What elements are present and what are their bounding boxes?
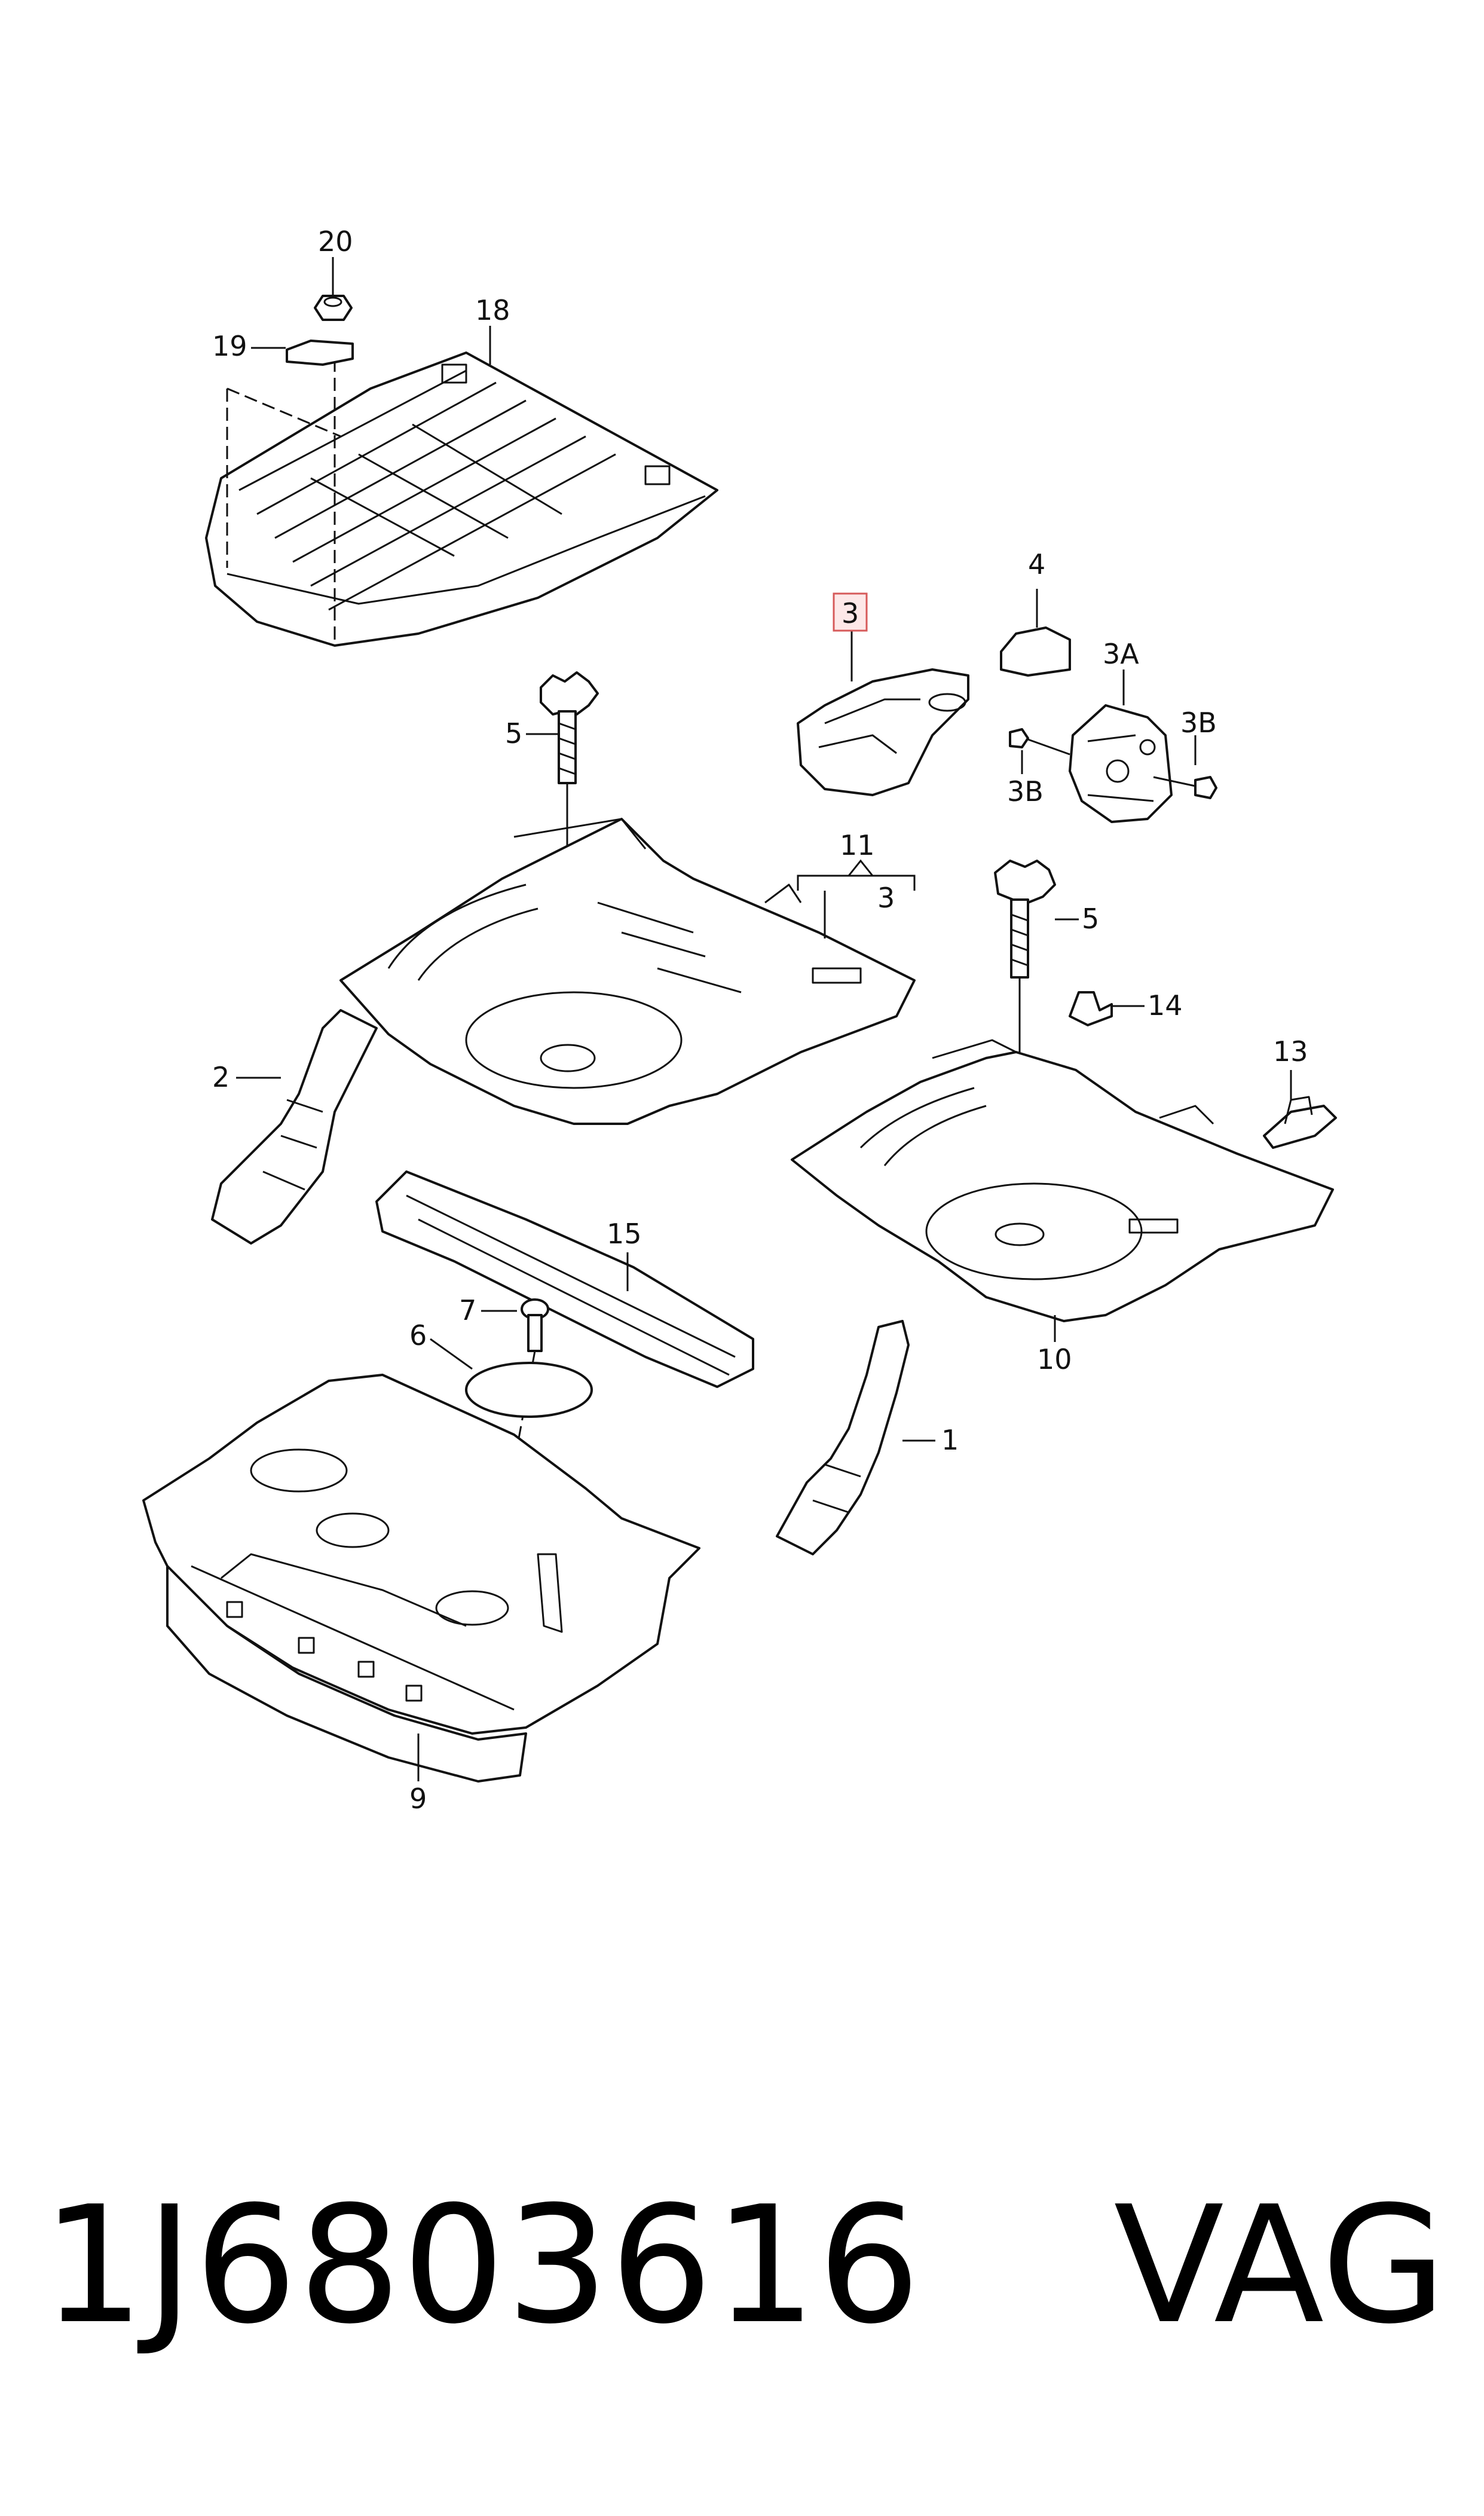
callout-3b-right: 3B <box>1180 707 1217 739</box>
callout-20: 20 <box>318 225 353 258</box>
callout-19: 19 <box>212 330 247 362</box>
part-9-rear-floor <box>142 1374 700 1783</box>
part-6-plate <box>430 1338 593 1418</box>
part-11-spare-wheel-well <box>339 818 916 1125</box>
part-15-cross-member <box>375 1170 754 1388</box>
highlight-box-3 <box>833 592 868 632</box>
callout-11: 11 <box>840 829 875 861</box>
part-1-side-member <box>776 1320 935 1555</box>
part-5-bolt-upper <box>540 671 599 1040</box>
callout-2: 2 <box>212 1061 230 1093</box>
callout-14: 14 <box>1148 989 1183 1022</box>
callout-4: 4 <box>1028 548 1045 580</box>
callout-15: 15 <box>607 1218 642 1250</box>
part-13-retainer <box>1263 1070 1337 1149</box>
callout-3b-left: 3B <box>1007 775 1044 808</box>
part-3-bracket <box>797 631 969 796</box>
callout-11-3: 3 <box>877 882 895 914</box>
part-10-spare-wheel-well <box>791 1039 1334 1342</box>
callout-5-lower: 5 <box>1082 903 1099 935</box>
part-3a-latch <box>1069 669 1173 823</box>
callout-10: 10 <box>1037 1343 1072 1375</box>
callout-3: 3 <box>842 597 859 629</box>
callout-9: 9 <box>409 1783 427 1815</box>
callout-13: 13 <box>1273 1035 1308 1068</box>
callout-6: 6 <box>409 1319 427 1352</box>
callout-7: 7 <box>459 1294 476 1326</box>
part-3b-bolt-left <box>1009 728 1070 774</box>
brand-label: VAG <box>1113 2171 1446 2359</box>
part-2-side-member <box>211 1009 378 1245</box>
part-4-cap <box>1000 589 1071 677</box>
part-20-nut <box>314 295 353 321</box>
part-18-floor-cover <box>205 351 718 647</box>
part-19-clip <box>286 340 354 366</box>
callout-5-upper: 5 <box>505 717 522 750</box>
part-number: 1J6803616 <box>42 2171 922 2359</box>
callout-1: 1 <box>941 1424 959 1456</box>
callout-3a: 3A <box>1103 638 1139 670</box>
footer: 1J6803616 VAG <box>42 2176 1452 2355</box>
part-14-clip <box>1069 991 1145 1026</box>
part-3b-bolt-right <box>1153 735 1217 799</box>
callout-18: 18 <box>475 294 510 326</box>
